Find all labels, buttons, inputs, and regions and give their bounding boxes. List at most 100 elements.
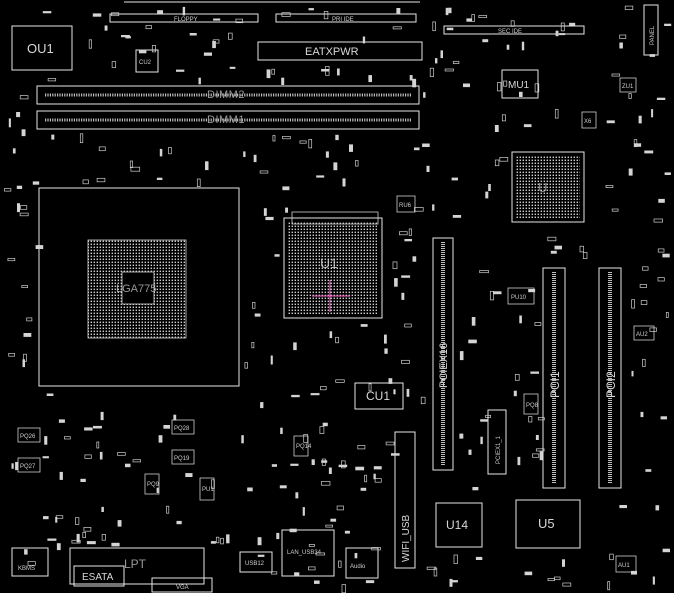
svg-text:U14: U14 [446,518,468,532]
esata-port: ESATA [73,565,125,587]
passive-component [182,6,186,16]
svg-text:PU1: PU1 [202,487,214,493]
passive-component [499,157,509,162]
passive-component [20,205,28,210]
ou1-chip: OU1 [11,25,73,71]
passive-component [444,68,454,72]
passive-component [412,256,417,262]
passive-component [426,165,430,172]
passive-component [569,22,576,26]
passive-component [260,402,264,409]
usb12-port: USB12 [239,551,273,573]
passive-component [582,252,588,259]
passive-component [210,541,216,544]
passive-component [459,433,464,439]
lga775-socket: LGA775 [38,187,240,387]
passive-component [466,18,472,22]
passive-component [58,419,65,423]
passive-component [321,69,330,72]
passive-component [619,505,627,509]
svg-text:U: U [538,180,547,195]
passive-component [649,327,657,332]
passive-component [43,516,49,520]
passive-component [451,580,458,583]
passive-component [281,12,291,17]
passive-component [138,49,147,54]
passive-component [357,445,366,450]
passive-component [303,434,308,443]
passive-component [633,139,638,148]
svg-text:PQ28: PQ28 [174,426,190,432]
passive-component [539,451,543,461]
passive-component [47,78,57,82]
passive-component [611,208,619,212]
passive-component [8,353,15,357]
passive-component [423,92,426,98]
passive-component [251,342,255,349]
svg-text:PU10: PU10 [511,295,527,301]
passive-component [391,453,400,456]
passive-component [384,334,387,344]
passive-component [315,552,326,556]
passive-component [452,60,460,64]
passive-component [82,179,89,185]
passive-component [330,518,337,522]
lan-usb34-port: LAN_USB34 [281,529,335,577]
passive-component [368,383,372,392]
svg-text:PCIEX1_1: PCIEX1_1 [496,435,502,464]
passive-component [104,25,108,31]
passive-component [35,245,44,249]
passive-component [523,124,532,128]
passive-component [328,467,332,474]
passive-component [203,52,212,56]
passive-component [337,68,340,76]
svg-text:ESATA: ESATA [82,572,114,583]
passive-component [325,151,329,158]
svg-text:AU2: AU2 [636,332,648,338]
passive-component [130,166,141,172]
pciex1-1-slot: PCIEX1_1 [487,409,507,475]
passive-component [664,172,671,175]
passive-component [8,118,11,128]
svg-text:WIFI_USB: WIFI_USB [401,514,412,562]
passive-component [435,58,438,64]
passive-component [459,351,464,361]
passive-component [100,411,104,421]
passive-component [535,448,545,452]
passive-component [75,517,80,525]
passive-component [176,69,185,72]
passive-component [401,359,410,364]
passive-component [342,178,346,187]
passive-component [553,576,561,581]
passive-component [132,459,141,463]
vga-port: VGA [151,577,213,593]
passive-component [579,245,584,253]
passive-component [606,120,615,124]
passive-component [373,466,382,470]
passive-component [478,15,488,18]
passive-component [547,578,555,582]
passive-component [285,207,288,213]
passive-component [243,151,246,157]
passive-component [71,539,81,544]
passive-component [634,143,642,147]
passive-component [226,534,230,544]
passive-component [628,93,632,99]
passive-component [480,436,483,445]
passive-component [19,212,29,217]
passive-component [393,389,396,395]
passive-component [514,374,520,381]
passive-component [524,571,533,576]
svg-text:LGA775: LGA775 [116,283,156,295]
passive-component [111,61,117,68]
passive-component [645,469,652,472]
passive-component [213,18,221,21]
passive-component [47,538,57,541]
passive-component [642,266,649,271]
passive-component [294,572,300,577]
passive-component [21,285,28,288]
passive-component [555,30,559,37]
passive-component [517,456,521,466]
svg-text:AU1: AU1 [618,563,630,569]
